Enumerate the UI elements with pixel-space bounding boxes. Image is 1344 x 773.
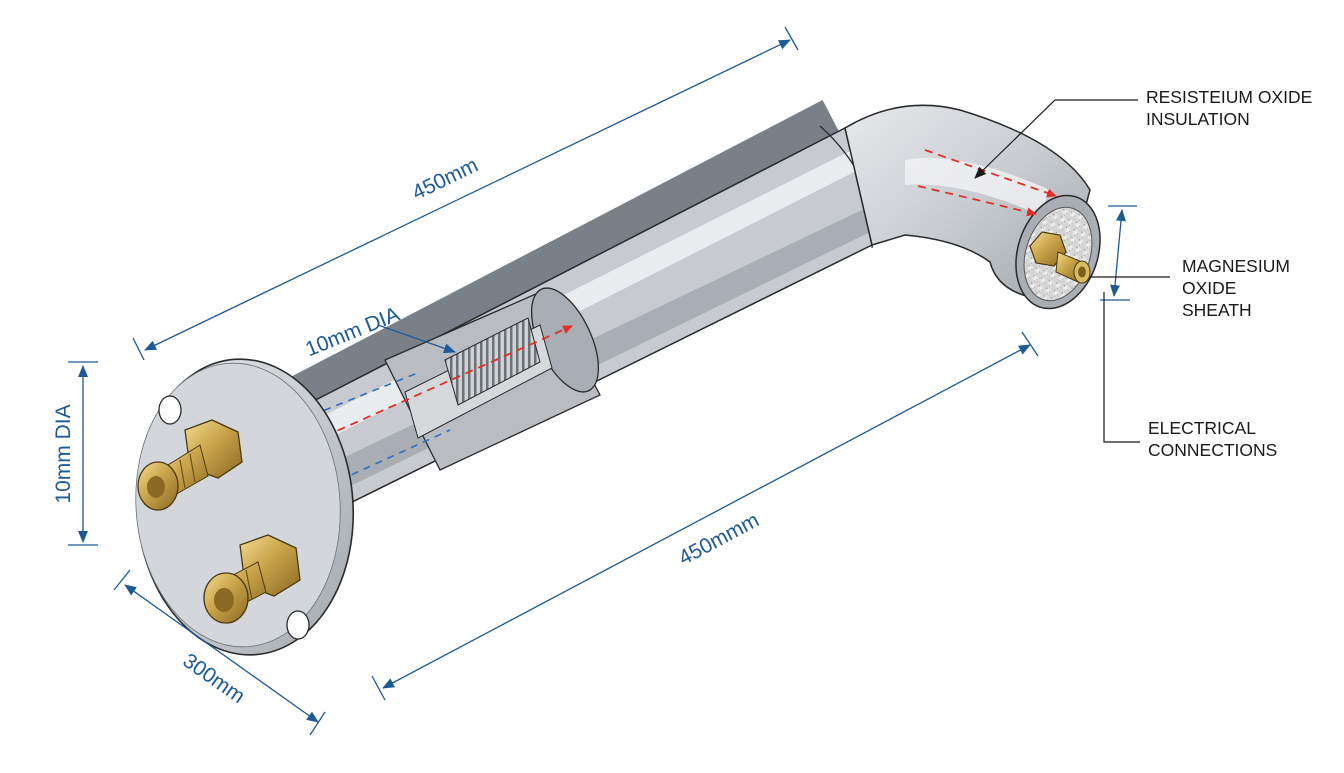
dim-label-flange-diameter: 10mm DIA	[52, 404, 75, 503]
callout-connections: ELECTRICAL CONNECTIONS	[1103, 292, 1277, 460]
callout-insulation: RESISTEIUM OXIDE INSULATION	[974, 87, 1312, 179]
callout-sheath-line1: MAGNESIUM	[1182, 256, 1290, 276]
callout-connections-line1: ELECTRICAL	[1148, 418, 1256, 438]
callout-connections-line2: CONNECTIONS	[1148, 440, 1277, 460]
callout-sheath-line2: OXIDE	[1182, 278, 1236, 298]
dimension-flange-diameter: 10mm DIA	[52, 361, 98, 546]
callout-insulation-line1: RESISTEIUM OXIDE	[1146, 87, 1312, 107]
dimension-end-diameter	[1100, 205, 1137, 301]
dim-label-flange-width: 300mm	[178, 649, 249, 708]
callout-sheath: MAGNESIUM OXIDE SHEATH	[1090, 256, 1290, 320]
end-terminal	[1029, 231, 1091, 284]
flange-terminal-upper	[137, 419, 243, 511]
flange-bolt-hole	[158, 395, 182, 425]
callout-sheath-line3: SHEATH	[1182, 300, 1252, 320]
dim-label-bottom-length: 450mmm	[675, 509, 763, 570]
dim-label-top-length: 450mm	[409, 154, 482, 205]
flange-bolt-hole	[286, 610, 310, 640]
callout-insulation-line2: INSULATION	[1146, 109, 1250, 129]
